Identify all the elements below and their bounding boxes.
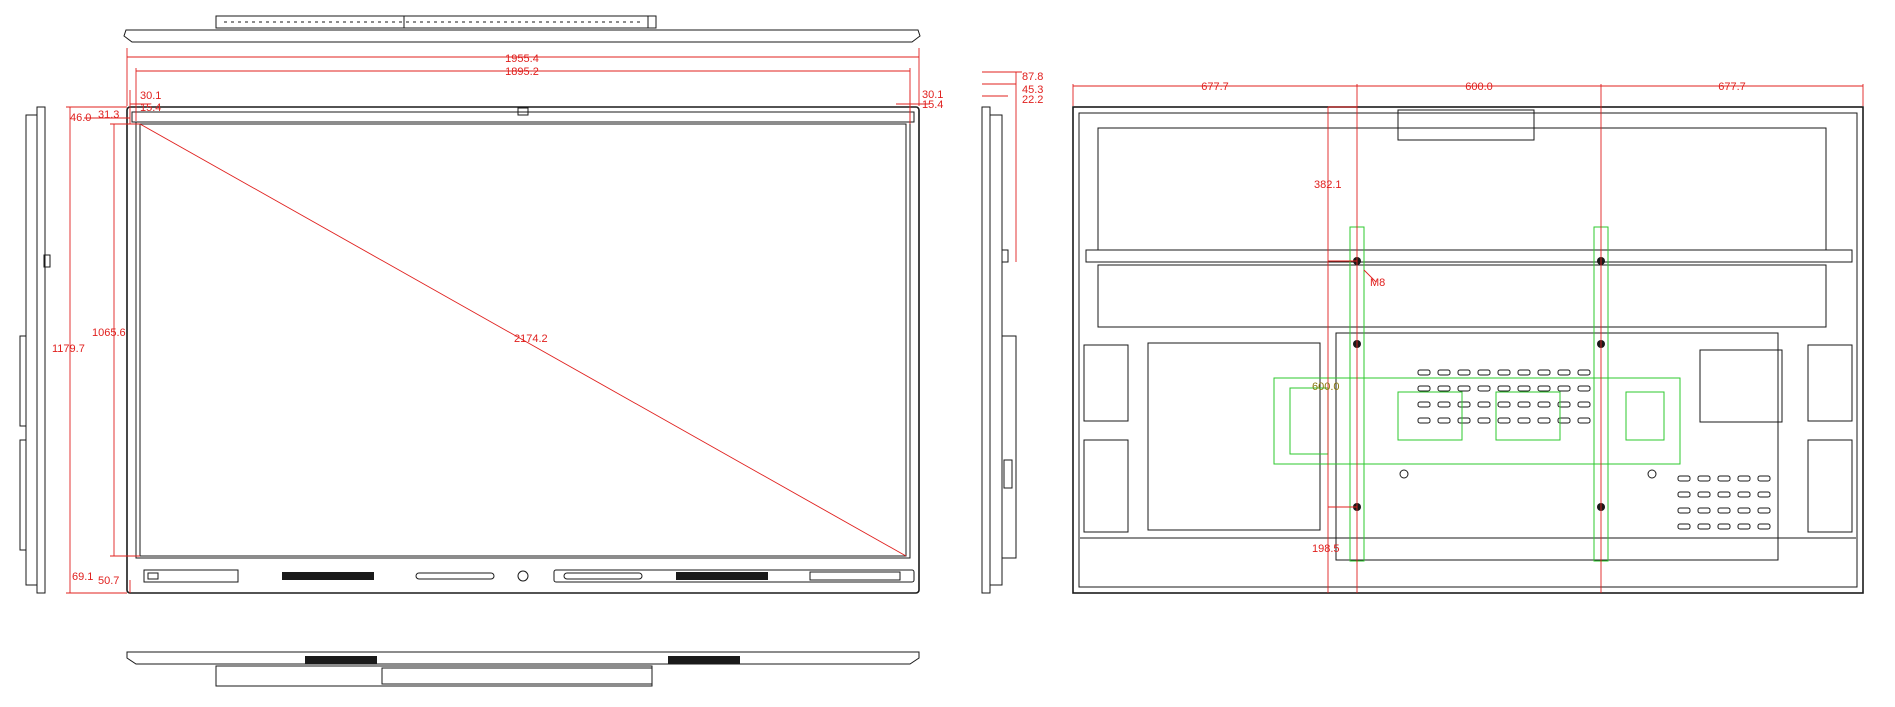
top-view: [123, 15, 921, 43]
dim-active-height: 1065.6: [92, 327, 126, 339]
front-dimension-labels: 1955.4 1895.2 30.1 15.4 46.0 31.3 1179.7…: [52, 53, 943, 587]
dim-left-border-a: 46.0: [70, 112, 91, 124]
front-view: [66, 48, 930, 594]
vent-grid: [1417, 369, 1771, 530]
right-side-view: [981, 71, 1022, 594]
dim-bottom-to-mount: 198.5: [1312, 543, 1340, 555]
dim-overall-width: 1955.4: [505, 53, 539, 65]
dim-bottom-border-a: 69.1: [72, 571, 93, 583]
mount-holes: [1353, 257, 1605, 511]
back-view: [1072, 84, 1864, 594]
dim-depth-max: 87.8: [1022, 71, 1043, 83]
dim-right-top-b: 15.4: [922, 99, 943, 111]
dim-left-span: 677.7: [1201, 81, 1229, 93]
vesa-bracket: [1273, 226, 1681, 562]
dim-screw: M8: [1370, 277, 1385, 289]
dim-vesa-vertical: 600.0: [1312, 381, 1340, 393]
bottom-view: [126, 651, 920, 687]
dim-right-span: 677.7: [1718, 81, 1746, 93]
dim-top-border-a: 30.1: [140, 90, 161, 102]
dim-overall-height: 1179.7: [52, 343, 85, 355]
dim-diagonal: 2174.2: [514, 333, 548, 345]
dim-top-to-mount: 382.1: [1314, 179, 1342, 191]
dim-vesa-span: 600.0: [1465, 81, 1493, 93]
dim-top-border-b: 15.4: [140, 102, 161, 114]
dim-right-top-a: 30.1: [922, 89, 943, 101]
dim-active-width: 1895.2: [505, 66, 539, 78]
back-dimension-labels: 677.7 600.0 677.7 382.1 M8 600.0 198.5: [1201, 81, 1746, 555]
dim-bottom-border-b: 50.7: [98, 575, 119, 587]
dim-left-border-b: 31.3: [98, 109, 119, 121]
dim-depth-mid: 45.3: [1022, 84, 1043, 96]
left-side-view: [19, 106, 51, 594]
dim-depth-min: 22.2: [1022, 94, 1043, 106]
side-dimension-labels: 87.8 45.3 22.2: [1022, 71, 1043, 106]
